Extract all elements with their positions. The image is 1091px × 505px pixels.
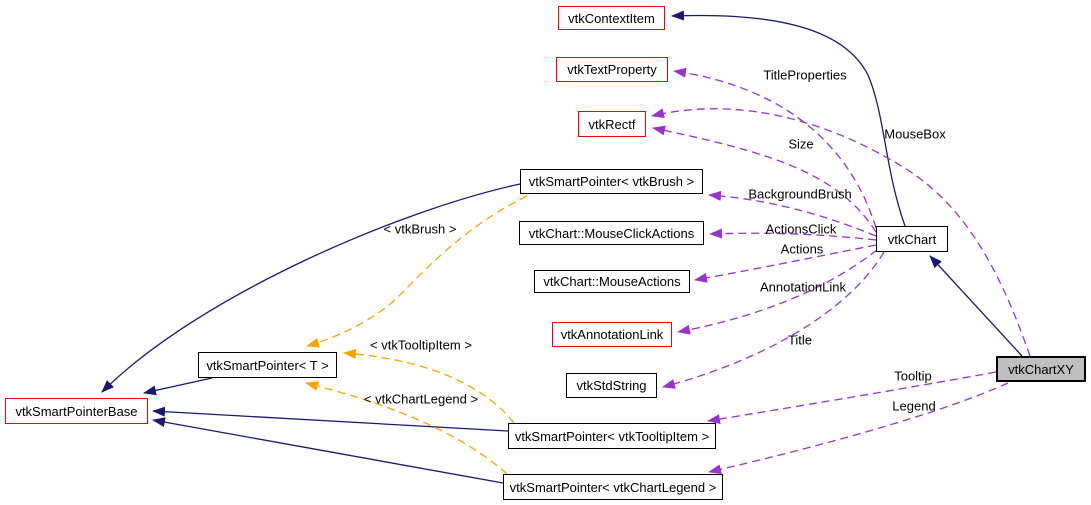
node-vtksmartpointerbase[interactable]: vtkSmartPointerBase	[5, 398, 148, 424]
edge-label-tooltip: Tooltip	[894, 368, 932, 384]
edge-template-vtkbrush	[306, 195, 528, 348]
node-vtkchart[interactable]: vtkChart	[876, 226, 948, 252]
node-vtkchartxy: vtkChartXY	[996, 356, 1086, 382]
edge-usage-titleproperties	[673, 67, 877, 229]
edge-usage-actionsclick	[709, 228, 877, 241]
edge-usage-legend	[708, 382, 1009, 475]
node-vtkannotationlink[interactable]: vtkAnnotationLink	[552, 322, 672, 347]
edge-usage-title	[662, 251, 885, 389]
edge-usage-mousebox	[651, 108, 1031, 357]
edge-label-backgroundbrush: BackgroundBrush	[748, 186, 852, 202]
edge-usage-actions	[694, 244, 877, 283]
node-vtkrectf[interactable]: vtkRectf	[578, 111, 646, 137]
edge-label-titleproperties: TitleProperties	[763, 67, 847, 83]
edge-inheritance-vtkchart-to-vtkcontextitem	[671, 10, 906, 227]
edge-template-vtktooltipitem	[343, 348, 515, 424]
edge-label-annotationlink: AnnotationLink	[759, 279, 847, 295]
edge-template-vtkchartlegend	[305, 381, 508, 475]
edge-label-template-vtktooltipitem: < vtkTooltipItem >	[370, 337, 472, 353]
edge-label-title: Title	[787, 332, 813, 348]
edge-usage-tooltip	[707, 371, 997, 424]
edge-inheritance-smartpointer-tooltipitem-to-smartpointerbase	[152, 406, 509, 432]
edge-label-template-vtkchartlegend: < vtkChartLegend >	[363, 391, 479, 407]
node-vtkcontextitem[interactable]: vtkContextItem	[558, 6, 665, 30]
node-vtktextproperty[interactable]: vtkTextProperty	[556, 57, 668, 82]
edge-label-size: Size	[788, 136, 814, 152]
edge-usage-annotationlink	[677, 249, 878, 335]
node-vtkstdstring[interactable]: vtkStdString	[566, 373, 657, 398]
edge-label-actionsclick: ActionsClick	[765, 221, 837, 237]
edge-inheritance-vtkchartxy-to-vtkchart	[929, 255, 1023, 357]
edge-inheritance-smartpointer-brush-to-smartpointerbase	[101, 183, 521, 393]
edge-label-template-vtkbrush: < vtkBrush >	[383, 221, 457, 237]
edge-label-legend: Legend	[892, 398, 936, 414]
edge-inheritance-smartpointer-chartlegend-to-smartpointerbase	[152, 417, 504, 484]
edge-inheritance-smartpointer-t-to-smartpointerbase	[143, 377, 213, 396]
edge-label-mousebox: MouseBox	[884, 126, 946, 142]
edge-label-actions: Actions	[780, 241, 824, 257]
node-vtksmartpointer-vtkchartlegend[interactable]: vtkSmartPointer< vtkChartLegend >	[503, 474, 723, 500]
edge-usage-size	[652, 125, 877, 233]
node-vtksmartpointer-vtkbrush[interactable]: vtkSmartPointer< vtkBrush >	[520, 169, 703, 194]
node-vtkchart-mouseactions[interactable]: vtkChart::MouseActions	[534, 270, 690, 293]
node-vtkchart-mouseclickactions[interactable]: vtkChart::MouseClickActions	[519, 221, 704, 245]
node-vtksmartpointer-vtktooltipitem[interactable]: vtkSmartPointer< vtkTooltipItem >	[508, 423, 716, 449]
node-vtksmartpointer-t[interactable]: vtkSmartPointer< T >	[198, 352, 337, 378]
